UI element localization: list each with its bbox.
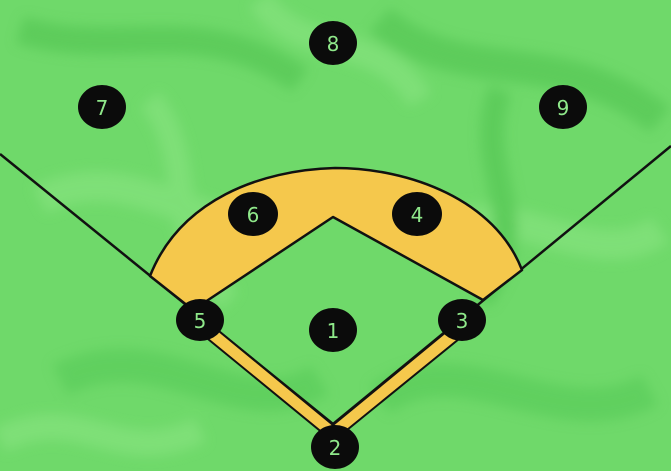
fielder-center-field: 8: [309, 21, 357, 65]
fielder-number: 6: [247, 203, 260, 227]
fielder-shortstop: 6: [228, 192, 278, 236]
fielder-number: 9: [557, 96, 570, 120]
fielder-marker: [392, 192, 442, 236]
fielder-marker: [228, 192, 278, 236]
fielder-first-base: 3: [438, 299, 486, 341]
fielder-number: 3: [456, 309, 469, 333]
fielder-marker: [311, 425, 359, 469]
fielder-right-field: 9: [539, 85, 587, 129]
fielder-pitcher: 1: [309, 308, 357, 352]
fielder-second-base: 4: [392, 192, 442, 236]
fielder-left-field: 7: [78, 85, 126, 129]
fielder-number: 1: [327, 319, 340, 343]
fielder-number: 2: [329, 436, 342, 460]
fielder-marker: [78, 85, 126, 129]
fielder-marker: [539, 85, 587, 129]
fielder-number: 8: [327, 32, 340, 56]
fielder-marker: [438, 299, 486, 341]
fielder-marker: [309, 308, 357, 352]
fielder-number: 4: [411, 203, 424, 227]
fielder-third-base: 5: [176, 299, 224, 341]
fielder-catcher: 2: [311, 425, 359, 469]
fielder-number: 5: [194, 309, 207, 333]
fielder-marker: [176, 299, 224, 341]
fielder-number: 7: [96, 96, 109, 120]
fielder-marker: [309, 21, 357, 65]
